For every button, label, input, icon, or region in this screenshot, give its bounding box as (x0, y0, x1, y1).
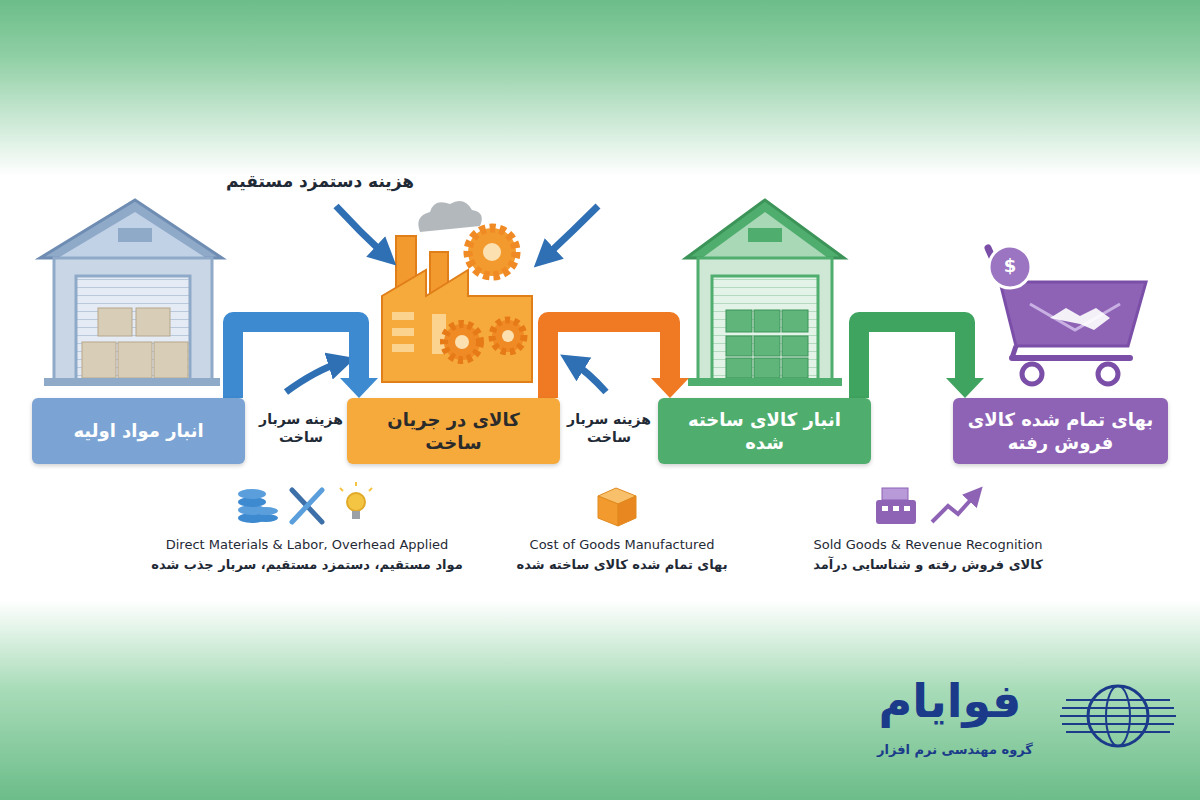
stage-caption-fa: بهای تمام شده کالای ساخته شده (487, 557, 757, 574)
flow-arrow (548, 322, 689, 398)
stage-label: انبار کالای ساخته شده (670, 408, 859, 455)
flow-arrow (859, 322, 984, 398)
stage-label: انبار مواد اولیه (73, 419, 203, 442)
logo-wordmark: فوایام (835, 672, 1065, 732)
logo-emblem (1060, 686, 1176, 746)
overhead-label: هزینه سربار ساخت (563, 410, 655, 446)
sales-icons (876, 488, 976, 524)
flow-arrow-body (233, 322, 359, 398)
stage-label: کالای در جریان ساخت (359, 408, 548, 455)
direct-labor-label: هزینه دستمزد مستقیم (195, 170, 445, 192)
stage-caption-fa: مواد مستقیم، دستمزد مستقیم، سربار جذب شد… (112, 557, 502, 574)
dollar-sign: $ (997, 254, 1023, 277)
sales-cart (988, 246, 1146, 384)
flow-arrow (233, 322, 378, 398)
materials-icons (238, 482, 372, 523)
finished-goods-warehouse (686, 200, 844, 386)
flow-arrow-body (859, 322, 965, 398)
arrow-head (651, 378, 689, 398)
raw-material-warehouse (40, 200, 222, 386)
stage-caption-fa: کالای فروش رفته و شناسایی درآمد (773, 557, 1083, 574)
stage-box: بهای تمام شده کالای فروش رفته (953, 398, 1168, 464)
stage-box: انبار کالای ساخته شده (658, 398, 871, 464)
flow-arrow-body (548, 322, 670, 398)
stage-label: بهای تمام شده کالای فروش رفته (965, 408, 1156, 455)
stage-caption-en: Cost of Goods Manufactured (487, 537, 757, 554)
overhead-label: هزینه سربار ساخت (255, 410, 347, 446)
product-box-icon (598, 488, 636, 526)
arrow-head (340, 378, 378, 398)
arrow-head (946, 378, 984, 398)
stage-caption-en: Direct Materials & Labor, Overhead Appli… (112, 537, 502, 554)
stage-caption-en: Sold Goods & Revenue Recognition (773, 537, 1083, 554)
logo-subtitle: گروه مهندسی نرم افزار (850, 742, 1060, 759)
stage-box: کالای در جریان ساخت (347, 398, 560, 464)
stage-box: انبار مواد اولیه (32, 398, 245, 464)
factory-icon (382, 201, 532, 382)
